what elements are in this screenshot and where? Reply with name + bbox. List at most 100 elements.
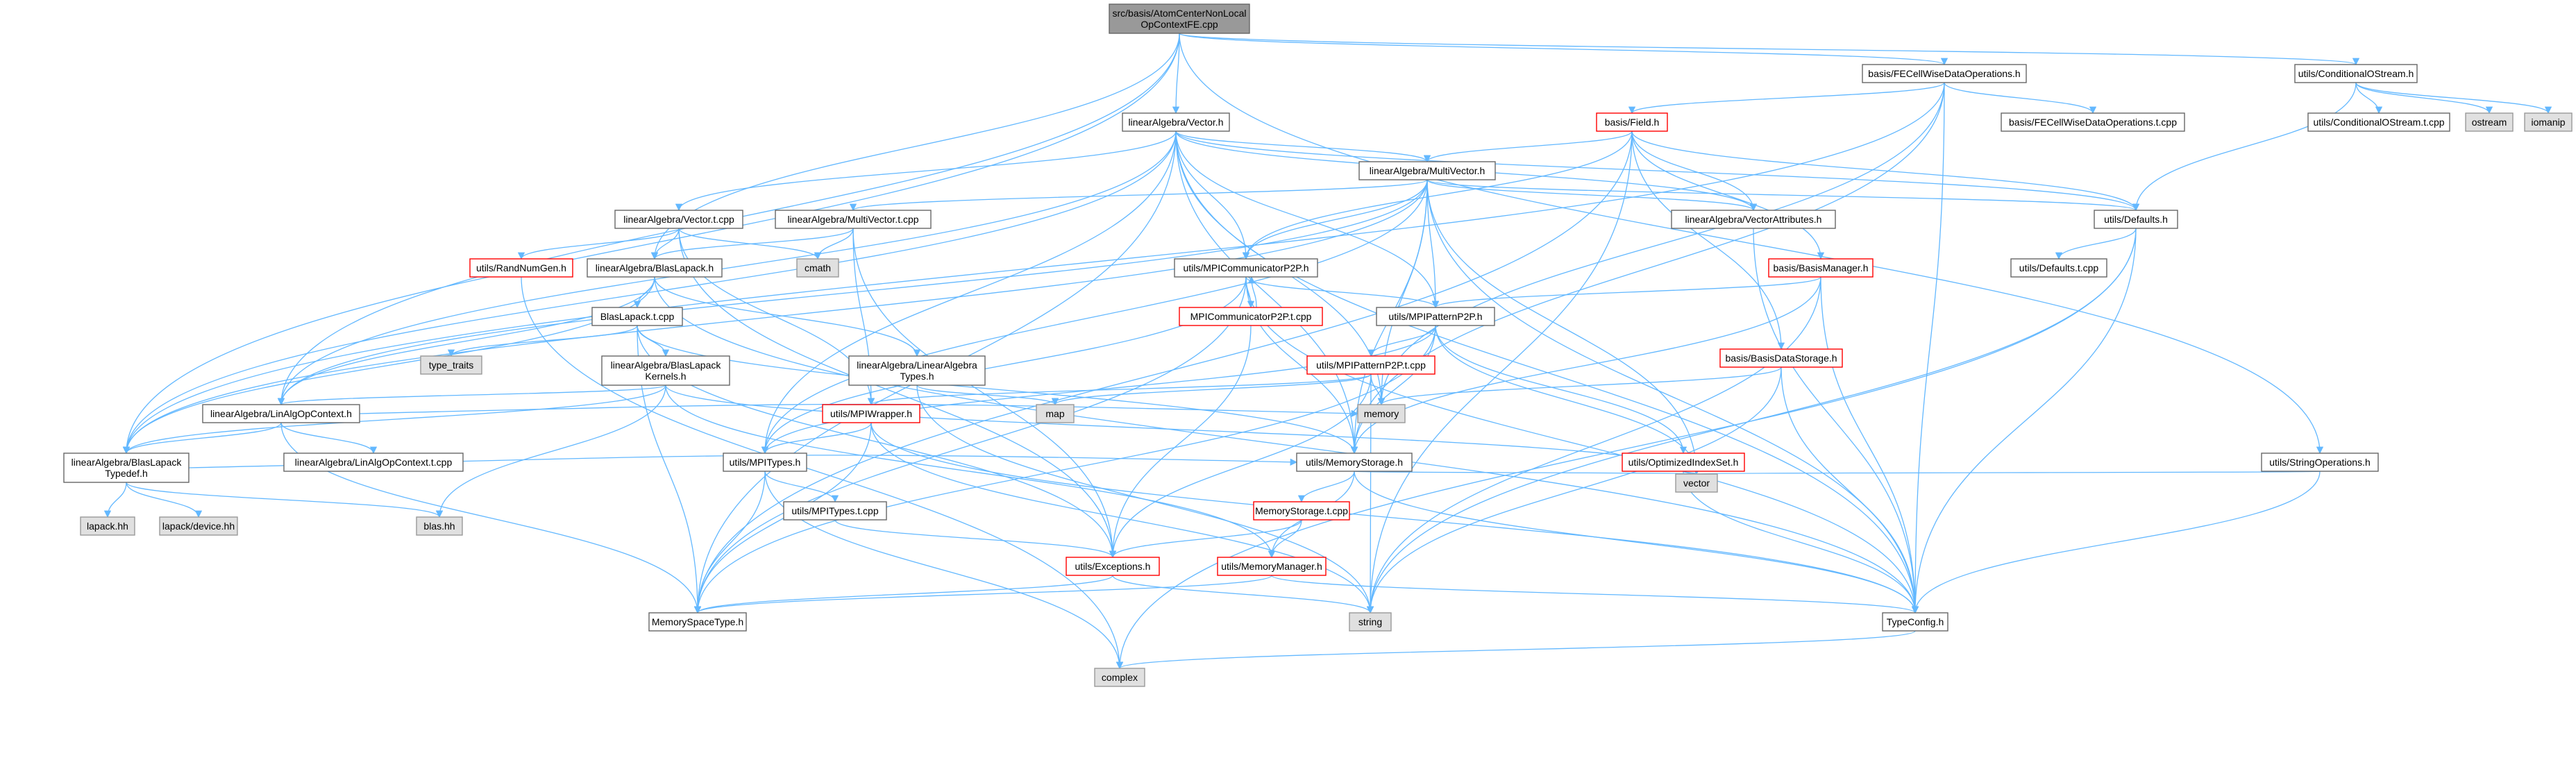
node-label: utils/MemoryStorage.h: [1306, 457, 1403, 468]
edge-line: [678, 228, 1117, 559]
edge-exceptions-to-memspacetype: [694, 575, 1113, 614]
edge-line: [665, 384, 1276, 559]
node-label: Typedef.h: [105, 468, 148, 479]
graph-node-basisdata[interactable]: basis/BasisDataStorage.h: [1719, 348, 1843, 368]
edge-line: [916, 384, 1059, 406]
graph-node-randnum[interactable]: utils/RandNumGen.h: [469, 258, 573, 278]
graph-node-defaults_h[interactable]: utils/Defaults.h: [2094, 210, 2178, 229]
edge-line: [654, 276, 1919, 614]
edge-line: [814, 228, 854, 260]
graph-node-blaslapack_h[interactable]: linearAlgebra/BlasLapack.h: [587, 258, 723, 278]
graph-node-mpitypes_t[interactable]: utils/MPITypes.t.cpp: [783, 501, 887, 521]
edge-line: [693, 325, 1436, 614]
graph-node-optindex[interactable]: utils/OptimizedIndexSet.h: [1622, 453, 1745, 472]
node-box: [1122, 112, 1230, 132]
graph-node-basismgr[interactable]: basis/BasisManager.h: [1768, 258, 1874, 278]
edge-line: [2132, 82, 2357, 212]
graph-node-linalgop_t[interactable]: linearAlgebra/LinAlgOpContext.t.cpp: [283, 453, 464, 472]
edge-line: [126, 482, 203, 518]
graph-node-defaults_t[interactable]: utils/Defaults.t.cpp: [2010, 258, 2107, 278]
edge-typedef_h-to-lapack_hh: [103, 482, 127, 518]
edge-line: [2355, 82, 2383, 115]
edge-typedef_h-to-blas_hh: [126, 482, 444, 518]
graph-node-string: string: [1349, 612, 1392, 632]
edge-memstorage_t-to-exceptions: [1109, 519, 1302, 559]
graph-node-fecellwise[interactable]: basis/FECellWiseDataOperations.h: [1862, 64, 2027, 83]
node-label: iomanip: [2531, 117, 2565, 128]
graph-node-root[interactable]: src/basis/AtomCenterNonLocalOpContextFE.…: [1109, 3, 1250, 34]
edge-line: [1116, 630, 1916, 670]
graph-node-exceptions[interactable]: utils/Exceptions.h: [1066, 557, 1160, 576]
graph-node-mpipattern_h[interactable]: utils/MPIPatternP2P.h: [1376, 307, 1495, 326]
graph-node-iomanip: iomanip: [2524, 112, 2573, 132]
graph-node-field_h[interactable]: basis/Field.h: [1596, 112, 1668, 132]
node-box: [1066, 557, 1160, 576]
graph-node-condostream[interactable]: utils/ConditionalOStream.h: [2294, 64, 2418, 83]
graph-node-memspacetype[interactable]: MemorySpaceType.h: [648, 612, 747, 632]
graph-node-stringops[interactable]: utils/StringOperations.h: [2261, 453, 2379, 472]
edge-optindex-to-typeconfig: [1683, 471, 1919, 614]
edge-kernels-to-linalgop_h: [278, 384, 666, 406]
graph-node-mpicomm_t[interactable]: MPICommunicatorP2P.t.cpp: [1179, 307, 1323, 326]
graph-node-vector_t[interactable]: linearAlgebra/Vector.t.cpp: [614, 210, 743, 229]
edge-defaults_h-to-typeconfig: [1911, 228, 2137, 614]
edge-root-to-stringops: [1179, 33, 2324, 455]
graph-node-typeconfig[interactable]: TypeConfig.h: [1882, 612, 1948, 632]
edge-mpipattern_t-to-map: [1051, 373, 1372, 406]
edge-defaults_h-to-complex: [1116, 228, 2137, 670]
node-box: [1671, 210, 1836, 229]
graph-node-memmanager[interactable]: utils/MemoryManager.h: [1217, 557, 1327, 576]
edge-line: [852, 228, 1117, 559]
edge-line: [1109, 519, 1302, 559]
graph-node-vector_h[interactable]: linearAlgebra/Vector.h: [1122, 112, 1230, 132]
edge-mpicomm_h-to-memspacetype: [693, 276, 1247, 614]
edge-randnum-to-complex: [521, 276, 1124, 670]
edge-mpicomm_h-to-mpipattern_h: [1245, 276, 1440, 309]
node-box: [1596, 112, 1668, 132]
node-label: MemoryStorage.t.cpp: [1255, 505, 1348, 516]
node-label: utils/MPICommunicatorP2P.h: [1183, 262, 1308, 273]
graph-node-condostream_t[interactable]: utils/ConditionalOStream.t.cpp: [2307, 112, 2450, 132]
edge-multivector_h-to-vecattr: [1426, 179, 1757, 212]
graph-node-mpitypes_h[interactable]: utils/MPITypes.h: [723, 453, 807, 472]
graph-node-fecellwise_t[interactable]: basis/FECellWiseDataOperations.t.cpp: [2001, 112, 2185, 132]
edge-condostream-to-ostream: [2355, 82, 2493, 115]
edge-line: [1247, 276, 1257, 308]
graph-node-linalgop_h[interactable]: linearAlgebra/LinAlgOpContext.h: [202, 404, 360, 423]
edge-line: [1628, 82, 1945, 115]
node-box: [796, 258, 839, 278]
node-label: MPICommunicatorP2P.t.cpp: [1190, 311, 1312, 322]
graph-node-vecattr[interactable]: linearAlgebra/VectorAttributes.h: [1671, 210, 1836, 229]
edge-root-to-condostream: [1179, 33, 2359, 66]
edge-line: [280, 422, 378, 455]
node-label: type_traits: [429, 360, 474, 371]
node-box: [1217, 557, 1327, 576]
node-label: map: [1045, 408, 1064, 419]
edge-vector_h-to-mpicomm_h: [1175, 130, 1250, 260]
node-label: basis/BasisManager.h: [1774, 262, 1869, 273]
edge-mpipattern_h-to-mpitypes_h: [761, 325, 1436, 455]
edge-line: [675, 130, 1177, 212]
graph-node-mpicomm_h[interactable]: utils/MPICommunicatorP2P.h: [1174, 258, 1318, 278]
graph-node-multivector_h[interactable]: linearAlgebra/MultiVector.h: [1358, 161, 1496, 180]
edge-line: [1175, 130, 2139, 212]
edge-line: [1112, 575, 1374, 614]
graph-node-memstorage_h[interactable]: utils/MemoryStorage.h: [1296, 453, 1413, 472]
graph-node-mpiwrapper[interactable]: utils/MPIWrapper.h: [822, 404, 920, 423]
edge-line: [1377, 82, 1945, 406]
node-label: blas.hh: [423, 521, 455, 532]
graph-node-blaslapack_t[interactable]: BlasLapack.t.cpp: [591, 307, 683, 326]
edge-line: [1426, 179, 1757, 212]
edge-line: [122, 33, 1180, 455]
edge-line: [1426, 179, 1701, 475]
edge-line: [693, 130, 1633, 614]
graph-node-memory: memory: [1357, 404, 1406, 423]
graph-node-memstorage_t[interactable]: MemoryStorage.t.cpp: [1253, 501, 1350, 521]
graph-node-multivector_t[interactable]: linearAlgebra/MultiVector.t.cpp: [775, 210, 932, 229]
edge-exceptions-to-string: [1112, 575, 1374, 614]
graph-node-mpipattern_t[interactable]: utils/MPIPatternP2P.t.cpp: [1306, 355, 1436, 375]
node-box: [822, 404, 920, 423]
